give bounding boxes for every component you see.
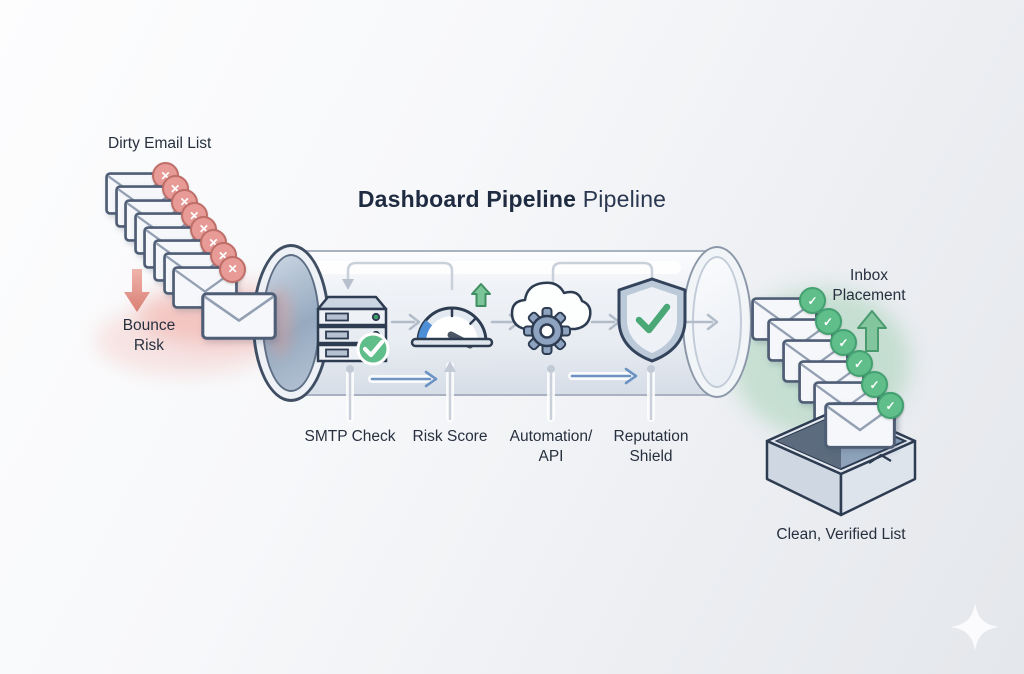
clean-verified-list-label: Clean, Verified List bbox=[776, 526, 906, 543]
label-stems bbox=[348, 370, 653, 420]
sparkle-icon bbox=[950, 602, 1000, 652]
stem-up-arrowhead-risk bbox=[444, 361, 456, 372]
verified-check-badge: ✓ bbox=[845, 350, 873, 377]
tray-envelope: ✓ bbox=[824, 392, 904, 449]
gauge-icon bbox=[408, 282, 496, 358]
server-check-icon bbox=[312, 283, 392, 367]
verified-check-badge: ✓ bbox=[877, 392, 904, 419]
bounce-x-badge: ✕ bbox=[219, 255, 247, 283]
feedback-bracket-api-to-shield bbox=[551, 261, 654, 290]
feedback-bracket-risk-to-smtp bbox=[346, 261, 454, 290]
inbox-up-arrow bbox=[857, 310, 887, 352]
cloud-gear-icon bbox=[505, 272, 597, 364]
stem-dot-smtp bbox=[346, 365, 354, 373]
bounce-risk-label: Bounce Risk bbox=[122, 317, 176, 355]
stage-label-risk-score: Risk Score bbox=[412, 428, 488, 445]
dirty-list-label: Dirty Email List bbox=[108, 135, 212, 152]
inbox-placement-label: Inbox Placement bbox=[832, 267, 906, 305]
verified-check-badge: ✓ bbox=[799, 287, 826, 314]
gear-glyph bbox=[523, 307, 571, 355]
title-bold: Dashboard Pipeline bbox=[357, 186, 577, 212]
blue-flow-arrows bbox=[370, 367, 638, 388]
bracket-down-arrowhead-left bbox=[342, 279, 354, 290]
page-title: Dashboard Pipeline Pipeline bbox=[358, 186, 666, 213]
stage-label-reputation-shield: Reputation Shield bbox=[613, 428, 689, 466]
envelope-entering-pipe bbox=[201, 292, 277, 340]
stem-dot-automation bbox=[547, 365, 555, 373]
stem-dot-reputation bbox=[647, 365, 655, 373]
stage-label-smtp-check: SMTP Check bbox=[304, 428, 396, 445]
bounce-down-arrow bbox=[124, 269, 150, 312]
verified-check-badge: ✓ bbox=[830, 329, 857, 356]
verified-check-badge: ✓ bbox=[814, 308, 842, 335]
title-light: Pipeline bbox=[576, 186, 667, 212]
score-up-arrow-icon bbox=[471, 283, 491, 307]
stage-label-automation-api: Automation/ API bbox=[509, 428, 593, 466]
shield-check-icon bbox=[613, 275, 691, 365]
